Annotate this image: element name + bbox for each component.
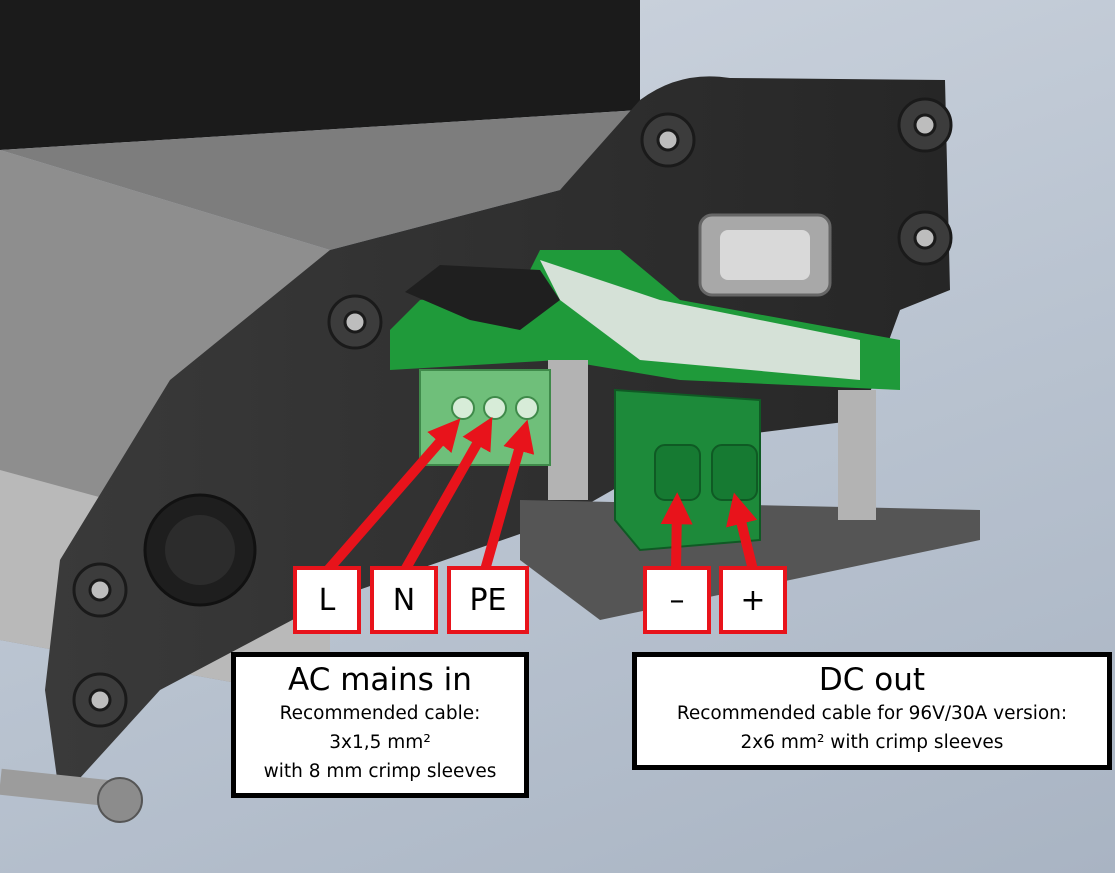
ac-mains-info-box: AC mains in Recommended cable: 3x1,5 mm²…: [231, 652, 529, 798]
dc-out-info-box: DC out Recommended cable for 96V/30A ver…: [632, 652, 1112, 770]
cover-plate: [405, 265, 560, 330]
ac-cable-line2: 3x1,5 mm²: [329, 732, 431, 753]
arrow-l: [324, 418, 461, 574]
housing-top: [0, 0, 640, 150]
arrow-plus: [726, 492, 758, 572]
arrow-pe: [480, 419, 535, 572]
arrow-minus: [660, 492, 693, 571]
label-plus: +: [719, 566, 787, 634]
dc-cable-line2: 2x6 mm² with crimp sleeves: [740, 732, 1004, 753]
label-n: N: [370, 566, 438, 634]
ac-cable-line3: with 8 mm crimp sleeves: [263, 761, 497, 782]
arrow-n: [400, 416, 493, 573]
arrows: [324, 416, 758, 574]
label-l: L: [293, 566, 361, 634]
screws: [72, 97, 953, 728]
label-pe: PE: [447, 566, 529, 634]
ac-cable-line1: Recommended cable:: [279, 703, 481, 724]
dc-out-title: DC out: [818, 662, 926, 698]
dc-cable-line1: Recommended cable for 96V/30A version:: [676, 703, 1068, 724]
label-minus: –: [643, 566, 711, 634]
ac-mains-title: AC mains in: [288, 662, 472, 698]
